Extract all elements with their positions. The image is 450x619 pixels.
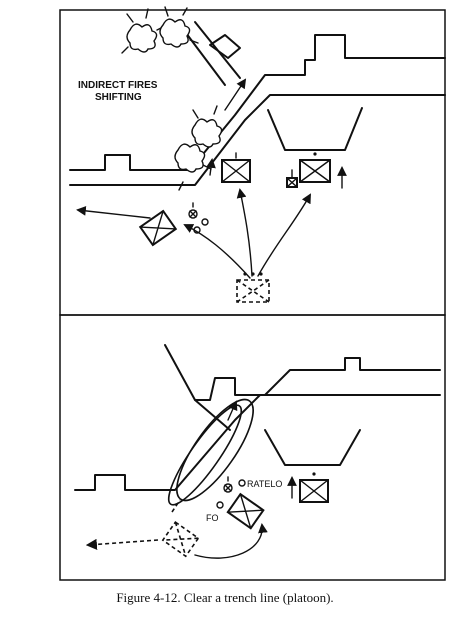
squad-symbol <box>221 152 251 183</box>
flank-path <box>171 499 181 513</box>
squad-symbol <box>138 209 178 247</box>
leader-group <box>188 202 209 234</box>
trench-line-upper <box>164 344 441 401</box>
support-position <box>264 429 361 466</box>
squad-symbol <box>299 472 329 503</box>
trench-line-lower <box>69 94 446 186</box>
squad-symbol <box>299 152 331 183</box>
movement-arrows <box>183 188 311 279</box>
squad-symbol <box>161 521 200 558</box>
cleared-area <box>176 398 254 502</box>
bottom-panel-frame <box>59 314 446 581</box>
explosion-icon <box>121 8 166 54</box>
ratelo-label: RATELO <box>247 479 282 489</box>
support-position <box>267 107 363 151</box>
leader-group <box>216 476 246 509</box>
explosion-icon <box>159 6 199 48</box>
trench-line-upper <box>69 34 446 171</box>
assault-arrow <box>206 158 216 176</box>
shifting-label: SHIFTING <box>95 92 142 103</box>
clearing-arrow <box>227 400 238 421</box>
figure-caption: Figure 4-12. Clear a trench line (platoo… <box>116 590 334 605</box>
platoon-symbol <box>236 272 270 303</box>
squad-symbol <box>226 492 265 530</box>
fo-label: FO <box>206 513 219 523</box>
shift-arrow <box>224 78 247 111</box>
leader-symbol <box>286 169 298 188</box>
top-panel-frame <box>59 9 446 316</box>
trench-bunker <box>209 34 241 59</box>
left-advance-arrow <box>76 205 151 219</box>
indirect-fires-label: INDIRECT FIRES <box>78 80 158 91</box>
explosion-icon <box>191 105 223 148</box>
trench-line-lower <box>74 394 441 491</box>
trench-connector <box>194 399 231 431</box>
return-arrow <box>194 523 268 559</box>
follow-arrow <box>85 538 159 550</box>
top-panel: INDIRECT FIRES SHIFTING <box>69 6 446 303</box>
bottom-panel: RATELO FO <box>74 344 441 559</box>
